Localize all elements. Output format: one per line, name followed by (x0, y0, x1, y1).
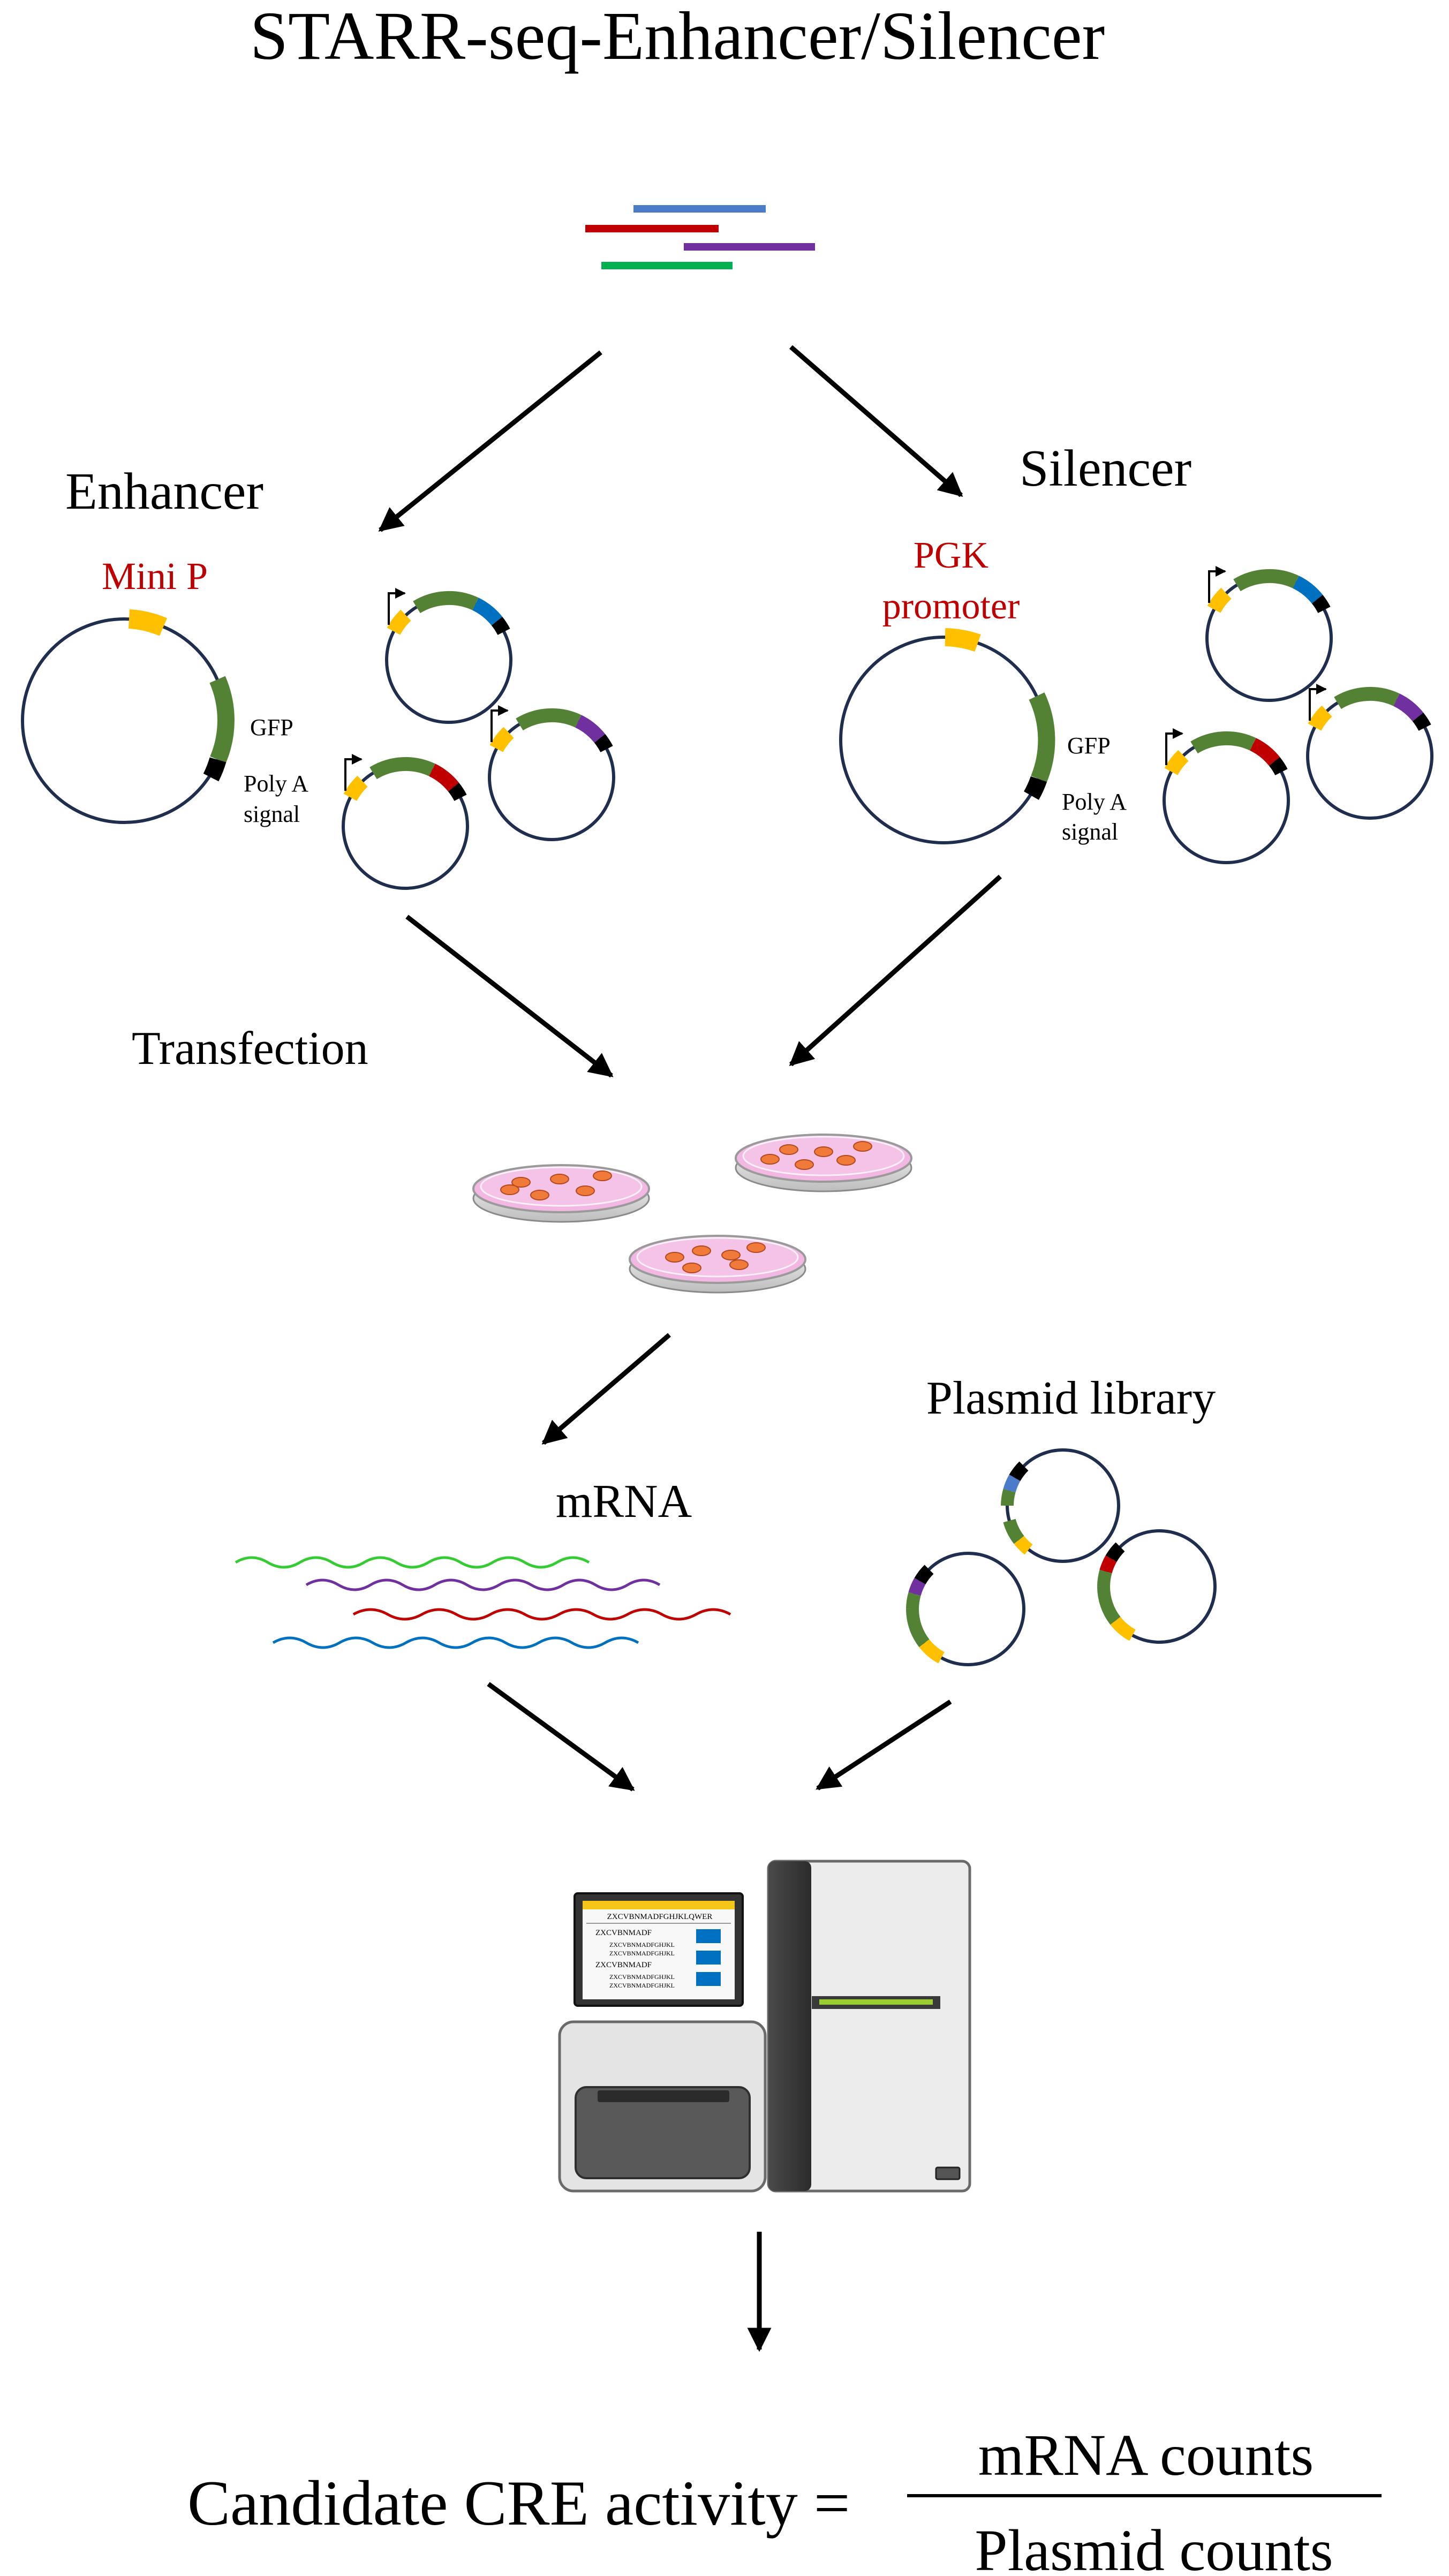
sequencer-drawer-handle (598, 2090, 729, 2102)
transfection-label: Transfection (132, 1023, 368, 1075)
pgk-label: PGK (914, 535, 988, 576)
arrow-mrna-to-sequencer (487, 1682, 635, 1792)
plasmid-library-label: Plasmid library (926, 1372, 1216, 1424)
gfp-segment (1029, 692, 1055, 783)
enhancer-heading: Enhancer (65, 463, 263, 520)
sequencer-drawer (575, 2086, 751, 2179)
petri-dish (472, 1164, 650, 1223)
mrna-strands (235, 1556, 731, 1649)
mrna-label: mRNA (556, 1476, 692, 1528)
library-plasmid (906, 1552, 1025, 1666)
silencer-heading: Silencer (1020, 440, 1191, 497)
enhancer-library-plasmid (488, 705, 615, 841)
screen-blue-box (696, 1972, 721, 1986)
silencer-library-plasmid (1306, 684, 1433, 820)
silencer-main-plasmid (839, 628, 1055, 844)
arrow-enhancer-to-cells (405, 915, 614, 1078)
dna-fragments (585, 205, 815, 269)
silencer-gfp-label: GFP (1067, 732, 1111, 759)
screen-blue-box (696, 1929, 721, 1943)
petri-dish (629, 1235, 806, 1294)
screen-row-sub: ZXCVBNMADFGHJKL (609, 1973, 675, 1981)
mrna-blue (272, 1636, 639, 1649)
sequencer-slot-light (819, 1999, 933, 2005)
enhancer-main-plasmid (21, 609, 235, 824)
screen-row-sub: ZXCVBNMADFGHJKL (609, 1950, 675, 1957)
screen-header-bar (583, 1901, 735, 1909)
promoter-label: promoter (882, 586, 1020, 627)
enhancer-gfp-label: GFP (250, 714, 293, 741)
screen-row-label: ZXCVBNMADF (595, 1929, 652, 1937)
mini-promoter-label: Mini P (102, 555, 208, 598)
formula-denominator: Plasmid counts (975, 2518, 1333, 2576)
petri-dish (735, 1134, 912, 1192)
mrna-red (352, 1608, 731, 1621)
arrow-library-to-sequencer (816, 1699, 952, 1791)
silencer-library-plasmid (1205, 566, 1333, 702)
screen-row-sub: ZXCVBNMADFGHJKL (609, 1982, 675, 1989)
enhancer-library-plasmid (385, 588, 512, 724)
screen-row-label: ZXCVBNMADF (595, 1961, 652, 1969)
mrna-green (235, 1556, 590, 1569)
enhancer-library-plasmid (342, 754, 469, 890)
polya-segment (203, 757, 227, 782)
arrow-silencer-to-cells (789, 874, 1002, 1067)
silencer-library-plasmid (1163, 728, 1290, 864)
mrna-purple (305, 1578, 661, 1591)
arrow-cells-to-mrna (541, 1333, 671, 1445)
screen-header-text: ZXCVBNMADFGHJKLQWER (607, 1913, 713, 1921)
arrow-to-silencer (789, 345, 963, 497)
sequencer-button (935, 2166, 961, 2180)
sequencer: ZXCVBNMADFGHJKLQWER ZXCVBNMADF ZXCVBNMAD… (558, 1860, 971, 2193)
diagram-title: STARR-seq-Enhancer/Silencer (250, 0, 1105, 74)
screen-row-sub: ZXCVBNMADFGHJKL (609, 1941, 675, 1948)
silencer-polya-label: Poly A (1062, 789, 1127, 815)
formula-numerator: mRNA counts (978, 2422, 1314, 2488)
mini-promoter-segment (128, 609, 168, 636)
gfp-segment (209, 676, 235, 764)
formula-lhs: Candidate CRE activity = (187, 2467, 850, 2539)
screen-blue-box (696, 1951, 721, 1965)
enhancer-polya-label: Poly A (244, 770, 308, 797)
arrow-to-enhancer (378, 350, 602, 532)
library-plasmid (1001, 1448, 1120, 1563)
polya-segment (1023, 776, 1047, 800)
sequencer-tower-side (768, 1861, 811, 2191)
enhancer-signal-label: signal (244, 801, 300, 827)
pgk-promoter-segment (945, 628, 981, 652)
library-plasmid (1097, 1529, 1217, 1644)
silencer-signal-label: signal (1062, 819, 1118, 845)
